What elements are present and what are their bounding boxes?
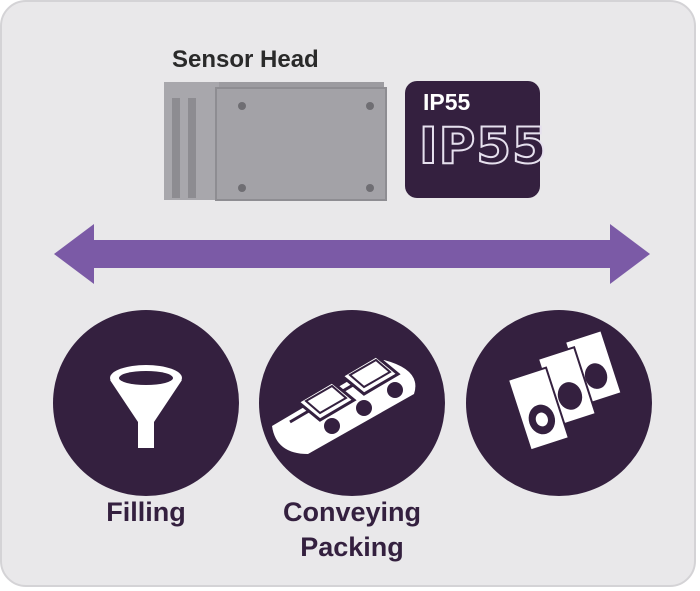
ip-rating-large: IP55 xyxy=(418,116,548,176)
packing-label: Packing xyxy=(300,532,404,562)
sensor-head-title: Sensor Head xyxy=(172,46,319,73)
filling-label: Filling xyxy=(106,497,186,527)
conveying-label: Conveying xyxy=(282,497,422,527)
funnel-icon xyxy=(110,365,182,448)
ip-rating-small: IP55 xyxy=(423,89,471,115)
ip-rating-badge: IP55 IP55 xyxy=(405,81,548,198)
double-arrow xyxy=(54,224,650,284)
conveyor-icon xyxy=(272,354,416,454)
packages-icon xyxy=(506,328,623,452)
sensor-head-illustration xyxy=(164,82,387,201)
